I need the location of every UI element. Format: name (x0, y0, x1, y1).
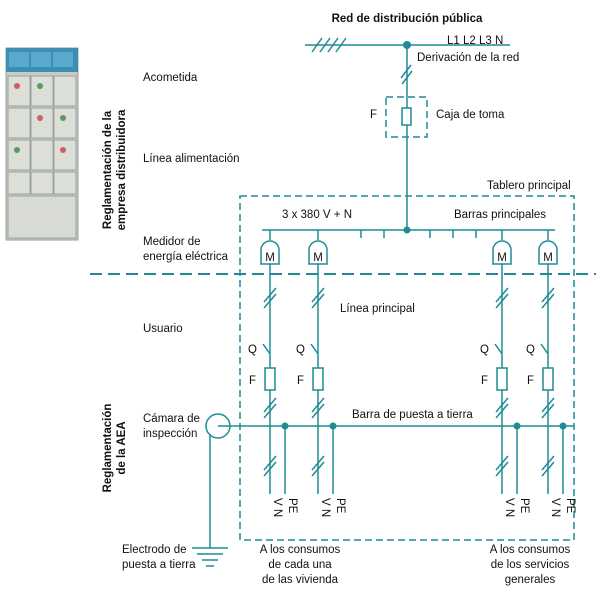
barras-principales-label: Barras principales (454, 209, 546, 221)
voltage-label: 3 x 380 V + N (282, 209, 352, 221)
q-label-2: Q (296, 344, 305, 356)
vn-label-3: V N (503, 498, 515, 517)
meter-3-symbol: M (497, 252, 507, 264)
pe-label-1: PE (286, 498, 298, 514)
camara-label-line2: inspección (143, 428, 197, 440)
phases-label: L1 L2 L3 N (447, 35, 503, 47)
q-label-3: Q (480, 344, 489, 356)
busbar-node (403, 226, 411, 234)
caja-de-toma-label: Caja de toma (436, 109, 505, 121)
medidor-label-line1: Medidor de (143, 236, 201, 248)
fuse-4 (542, 367, 554, 391)
acometida-tick-2 (401, 70, 413, 85)
meter-cabinet-photo (5, 47, 79, 241)
vn-label-1: V N (271, 498, 283, 517)
meter-2 (308, 240, 328, 265)
column-3: M (492, 230, 521, 494)
side-label-aea-line2: de la AEA (116, 421, 128, 474)
usuario-label: Usuario (143, 323, 183, 335)
meter-4 (538, 240, 558, 265)
consumos-servicios-line3: generales (505, 574, 556, 586)
meter-1-symbol: M (265, 252, 275, 264)
caja-f-label: F (370, 109, 377, 121)
acometida-tick-1 (400, 64, 412, 79)
linea-principal-label: Línea principal (340, 303, 415, 315)
q-label-4: Q (526, 344, 535, 356)
fuse-2 (312, 367, 324, 391)
side-label-aea-line1: Reglamentación (102, 404, 114, 493)
caja-fuse (401, 107, 412, 126)
column-4: M (538, 230, 567, 494)
column-2: M (308, 230, 337, 494)
busbar-tick-marks (360, 230, 477, 238)
electrodo-label-line1: Electrodo de (122, 544, 187, 556)
consumos-vivienda-line2: de cada una (268, 559, 332, 571)
meter-3 (492, 240, 512, 265)
fuse-3 (496, 367, 508, 391)
side-label-empresa-line2: empresa distribuidora (116, 109, 128, 230)
ground-electrode-icon (192, 547, 228, 567)
pe-label-4: PE (564, 498, 576, 514)
tablero-principal-label: Tablero principal (487, 180, 571, 192)
camara-label-line1: Cámara de (143, 413, 200, 425)
network-hatch-marks (311, 37, 347, 53)
acometida-label: Acometida (143, 72, 198, 84)
fuse-1 (264, 367, 276, 391)
electrodo-label-line2: puesta a tierra (122, 559, 196, 571)
pe-label-2: PE (334, 498, 346, 514)
f-label-3: F (481, 375, 488, 387)
camara-inspeccion-symbol (205, 413, 231, 439)
meter-4-symbol: M (543, 252, 553, 264)
side-label-empresa-line1: Reglamentación de la (102, 110, 114, 229)
vn-label-2: V N (319, 498, 331, 517)
pe-label-3: PE (518, 498, 530, 514)
f-label-1: F (249, 375, 256, 387)
consumos-servicios-line1: A los consumos (490, 544, 571, 556)
meter-1 (260, 240, 280, 265)
medidor-label-line2: energía eléctrica (143, 251, 229, 263)
consumos-servicios-line2: de los servicios (491, 559, 570, 571)
consumos-vivienda-line3: de las vivienda (262, 574, 339, 586)
vn-label-4: V N (549, 498, 561, 517)
diagram-title: Red de distribución pública (332, 13, 483, 25)
f-label-2: F (297, 375, 304, 387)
column-1: M (260, 230, 289, 494)
q-label-1: Q (248, 344, 257, 356)
derivacion-label: Derivación de la red (417, 52, 519, 64)
tablero-principal-box (239, 195, 575, 541)
consumos-vivienda-line1: A los consumos (260, 544, 341, 556)
linea-alimentacion-label: Línea alimentación (143, 153, 240, 165)
f-label-4: F (527, 375, 534, 387)
meter-2-symbol: M (313, 252, 323, 264)
barra-puesta-tierra-label: Barra de puesta a tierra (352, 409, 473, 421)
